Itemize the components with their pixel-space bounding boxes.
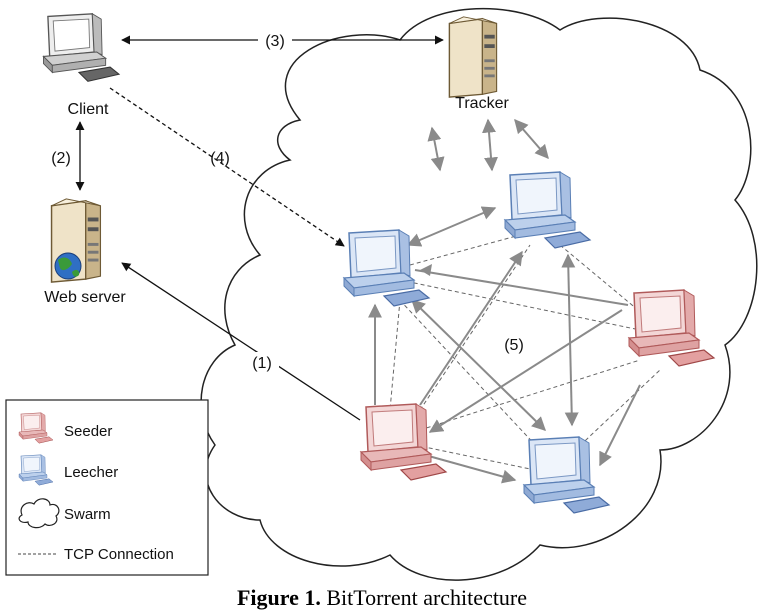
globe-icon <box>54 252 82 280</box>
swarm-cloud <box>200 7 758 581</box>
web-server-label: Web server <box>44 289 126 306</box>
step-3-label: (3) <box>265 33 285 50</box>
tracker-label: Tracker <box>455 95 509 112</box>
step-1-label: (1) <box>252 355 272 372</box>
cloud-legend-icon <box>18 498 60 529</box>
figure-title: BitTorrent architecture <box>320 585 528 610</box>
client-label: Client <box>68 101 109 118</box>
figure-caption: Figure 1. BitTorrent architecture <box>0 585 764 611</box>
legend-swarm-label: Swarm <box>64 506 111 523</box>
legend-leecher-label: Leecher <box>64 464 118 481</box>
legend-tcp-label: TCP Connection <box>64 546 174 563</box>
step-5-label: (5) <box>504 337 524 354</box>
client-computer-icon <box>42 12 120 83</box>
step-2-label: (2) <box>51 150 71 167</box>
figure-number: Figure 1. <box>236 585 321 610</box>
legend-seeder-label: Seeder <box>64 423 112 440</box>
legend: Seeder Leecher Swarm TCP Connection <box>5 399 209 576</box>
step-4-label: (4) <box>210 150 230 167</box>
peer-arrows <box>368 118 641 484</box>
tracker-server-icon <box>448 16 498 98</box>
